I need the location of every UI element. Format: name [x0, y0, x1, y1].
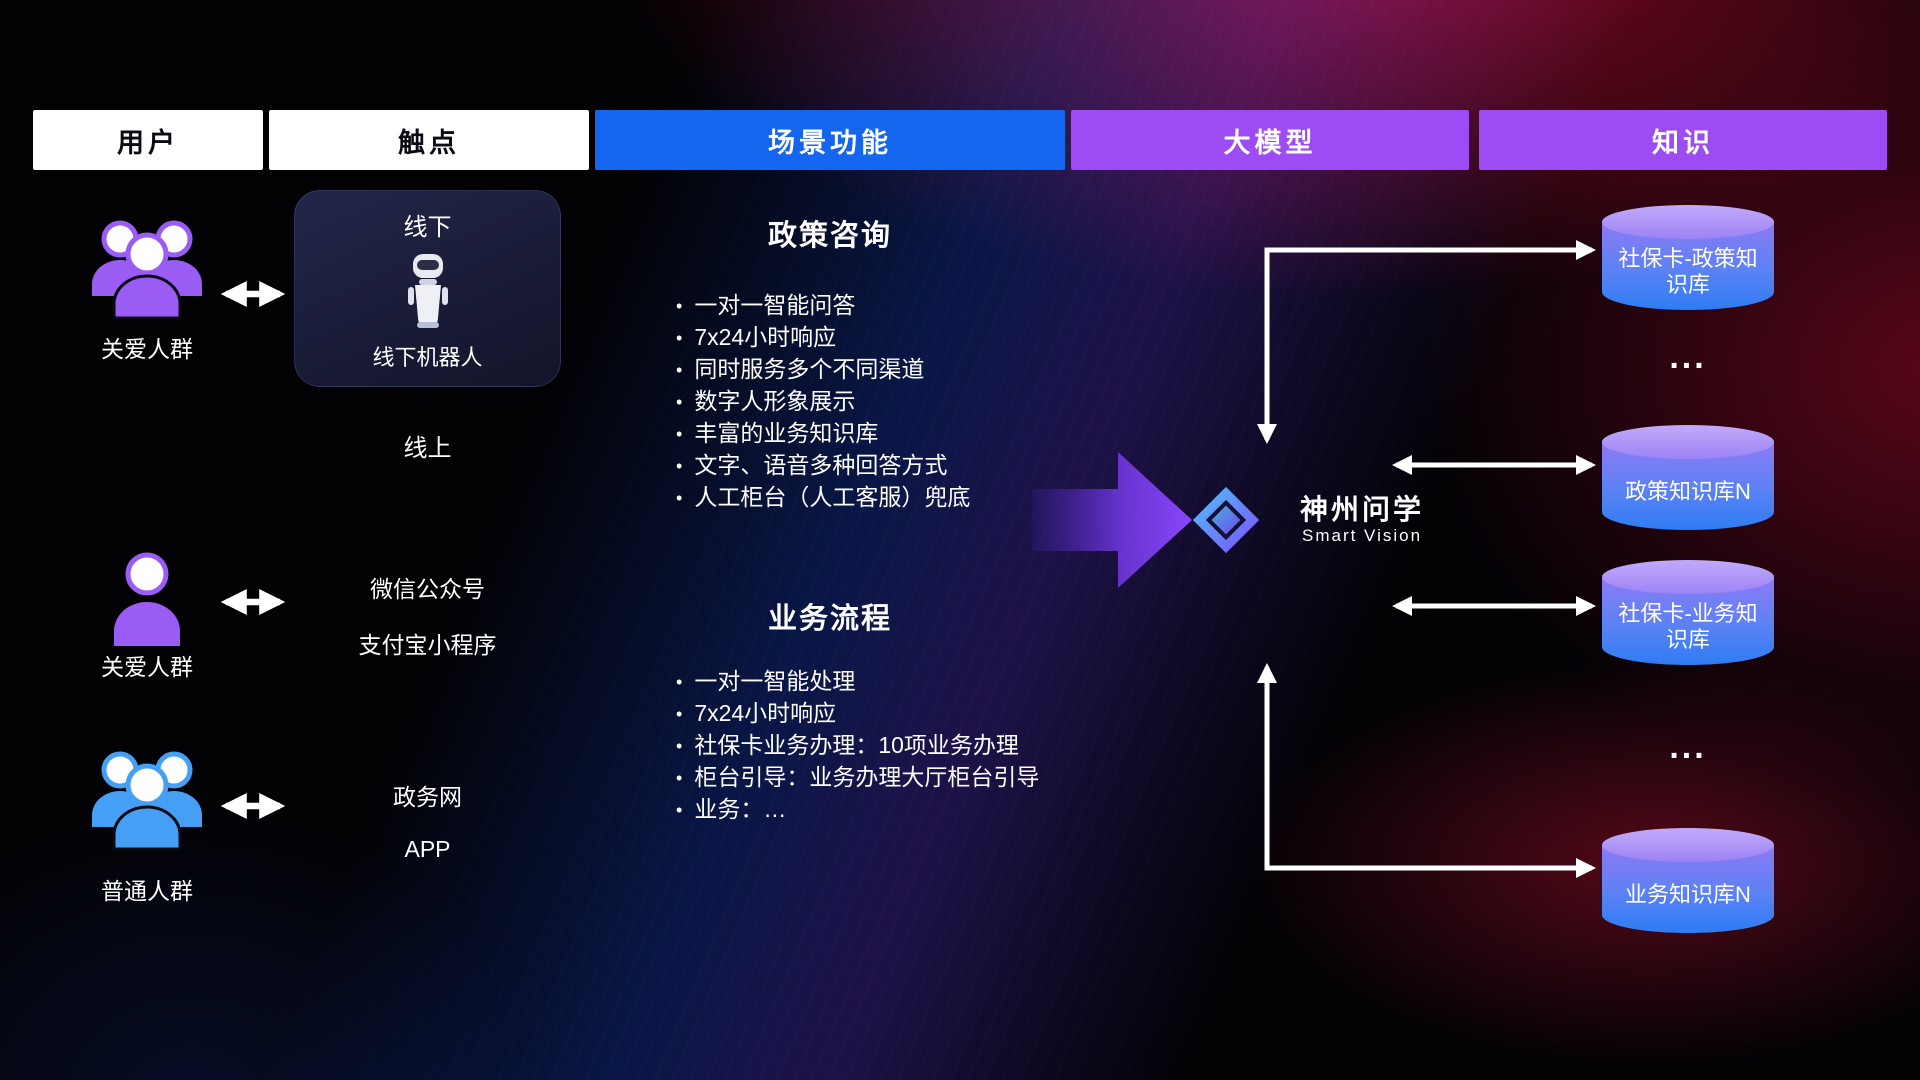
offline-title: 线下	[403, 214, 452, 241]
policy-bullet: 一对一智能问答	[676, 289, 970, 321]
business-bullet: 社保卡业务办理：10项业务办理	[676, 729, 1039, 761]
header-column-knowledge-label: 知识	[1652, 127, 1714, 158]
business-process-title: 业务流程	[767, 603, 892, 635]
header-column-scenario: 场景功能	[595, 110, 1065, 170]
business-bullet: 业务：…	[676, 793, 1039, 825]
brand-diamond-logo-icon	[1192, 486, 1260, 554]
big-flow-arrow	[1032, 452, 1192, 588]
user-group-purple-icon	[92, 220, 202, 320]
header-column-scenario-label: 场景功能	[768, 127, 892, 158]
channel-app: APP	[404, 836, 451, 862]
header-column-touchpoint-label: 触点	[398, 127, 460, 158]
header-column-user: 用户	[33, 110, 263, 170]
policy-bullet: 人工柜台（人工客服）兜底	[676, 481, 970, 513]
policy-bullet-list: 一对一智能问答 7x24小时响应 同时服务多个不同渠道 数字人形象展示 丰富的业…	[676, 289, 970, 513]
brand-name: 神州问学	[1300, 494, 1425, 525]
knowledge-db-label: 政策知识库N	[1625, 478, 1751, 504]
user-group-blue-icon	[92, 751, 202, 851]
user-group1-label: 关爱人群	[101, 336, 193, 362]
header-column-touchpoint: 触点	[269, 110, 589, 170]
knowledge-db-label: 社保卡-业务知识库	[1618, 600, 1758, 652]
header-column-model: 大模型	[1071, 110, 1469, 170]
policy-bullet: 7x24小时响应	[676, 321, 970, 353]
knowledge-db-policy-sscard: 社保卡-政策知识库	[1602, 205, 1774, 310]
knowledge-db-label: 业务知识库N	[1625, 881, 1751, 907]
knowledge-db-label: 社保卡-政策知识库	[1618, 245, 1758, 297]
brand-subtitle: Smart Vision	[1302, 526, 1423, 545]
knowledge-db-business-sscard: 社保卡-业务知识库	[1602, 560, 1774, 665]
online-title: 线上	[403, 435, 452, 462]
offline-robot-label: 线下机器人	[372, 345, 483, 370]
cylinder-top	[1602, 205, 1774, 239]
offline-touchpoint-card: 线下 线下机器人	[294, 190, 561, 387]
policy-bullet: 数字人形象展示	[676, 385, 970, 417]
cylinder-top	[1602, 425, 1774, 459]
channel-alipay: 支付宝小程序	[358, 632, 497, 658]
arrow-model-db4	[1257, 663, 1596, 878]
knowledge-ellipsis-1: ...	[1669, 338, 1707, 376]
business-bullet: 一对一智能处理	[676, 665, 1039, 697]
policy-consult-title: 政策咨询	[767, 220, 892, 252]
policy-bullet: 同时服务多个不同渠道	[676, 353, 970, 385]
knowledge-ellipsis-2: ...	[1669, 728, 1707, 766]
user-person-purple-icon	[114, 552, 180, 646]
header-column-model-label: 大模型	[1223, 127, 1317, 158]
arrow-model-db1	[1257, 240, 1596, 444]
cylinder-top	[1602, 560, 1774, 594]
header-column-user-label: 用户	[117, 127, 179, 158]
business-bullet-list: 一对一智能处理 7x24小时响应 社保卡业务办理：10项业务办理 柜台引导：业务…	[676, 665, 1039, 825]
knowledge-db-policy-n: 政策知识库N	[1602, 425, 1774, 530]
policy-bullet: 丰富的业务知识库	[676, 417, 970, 449]
robot-icon	[407, 254, 448, 328]
channel-wechat: 微信公众号	[370, 576, 485, 602]
channel-gov-web: 政务网	[393, 784, 462, 810]
user-group3-label: 普通人群	[101, 878, 193, 904]
header-column-knowledge: 知识	[1479, 110, 1887, 170]
cylinder-top	[1602, 828, 1774, 862]
user-group2-label: 关爱人群	[101, 654, 193, 680]
business-bullet: 7x24小时响应	[676, 697, 1039, 729]
knowledge-db-business-n: 业务知识库N	[1602, 828, 1774, 933]
business-bullet: 柜台引导：业务办理大厅柜台引导	[676, 761, 1039, 793]
policy-bullet: 文字、语音多种回答方式	[676, 449, 970, 481]
